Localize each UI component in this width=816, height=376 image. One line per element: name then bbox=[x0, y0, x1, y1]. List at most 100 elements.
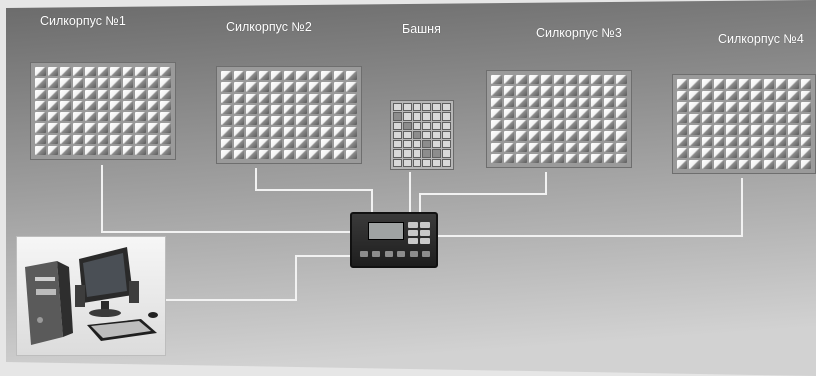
silo-cell bbox=[739, 114, 749, 124]
tower-cell bbox=[403, 112, 412, 120]
silo-cell bbox=[334, 150, 345, 159]
silo-cell bbox=[334, 94, 345, 103]
silo-cell bbox=[135, 101, 146, 110]
silo-cell bbox=[776, 148, 786, 158]
silo-cell bbox=[60, 112, 71, 121]
controller-buttons bbox=[360, 248, 430, 260]
silo-cell bbox=[689, 102, 699, 112]
silo-cell bbox=[541, 98, 552, 107]
silo-cell bbox=[554, 120, 565, 129]
silo-cell bbox=[110, 101, 121, 110]
silo-cell bbox=[35, 90, 46, 99]
silo-cell bbox=[604, 131, 615, 140]
tower-cell bbox=[442, 122, 451, 130]
silo-cell bbox=[259, 82, 270, 91]
silo-cell bbox=[110, 123, 121, 132]
silo-cell bbox=[541, 75, 552, 84]
silo-cell bbox=[246, 94, 257, 103]
silo-cell bbox=[221, 105, 232, 114]
silo-cell bbox=[801, 114, 811, 124]
silo-cell bbox=[702, 91, 712, 101]
silo-cell bbox=[259, 139, 270, 148]
silo-cell bbox=[566, 154, 577, 163]
silo-cell bbox=[616, 131, 627, 140]
silo-cell bbox=[296, 94, 307, 103]
silo1-label: Силкорпус №1 bbox=[40, 14, 126, 28]
silo-cell bbox=[221, 127, 232, 136]
silo-cell bbox=[566, 131, 577, 140]
silo-cell bbox=[271, 127, 282, 136]
silo-cell bbox=[221, 94, 232, 103]
silo-cell bbox=[284, 94, 295, 103]
silo-cell bbox=[788, 125, 798, 135]
silo-cell bbox=[604, 98, 615, 107]
silo-cell bbox=[776, 91, 786, 101]
tower-cell bbox=[442, 149, 451, 157]
tower-cell bbox=[413, 112, 422, 120]
silo-cell bbox=[284, 150, 295, 159]
silo-cell bbox=[259, 105, 270, 114]
tower-cell bbox=[442, 140, 451, 148]
silo-cell bbox=[48, 146, 59, 155]
silo-cell bbox=[60, 123, 71, 132]
silo-cell bbox=[689, 114, 699, 124]
silo-cell bbox=[296, 71, 307, 80]
silo-cell bbox=[98, 101, 109, 110]
silo-cell bbox=[776, 125, 786, 135]
silo-cell bbox=[60, 101, 71, 110]
silo-cell bbox=[604, 75, 615, 84]
silo-cell bbox=[764, 148, 774, 158]
silo-cell bbox=[591, 143, 602, 152]
silo-cell bbox=[60, 90, 71, 99]
silo-cell bbox=[346, 105, 357, 114]
controller-unit-icon bbox=[350, 212, 438, 268]
silo-cell bbox=[764, 91, 774, 101]
silo-cell bbox=[579, 98, 590, 107]
silo-cell bbox=[135, 67, 146, 76]
silo-cell bbox=[346, 71, 357, 80]
silo-cell bbox=[764, 102, 774, 112]
silo-cell bbox=[148, 135, 159, 144]
silo-cell bbox=[284, 139, 295, 148]
silo-cell bbox=[516, 98, 527, 107]
silo-cell bbox=[714, 114, 724, 124]
silo-cell bbox=[689, 137, 699, 147]
silo-cell bbox=[801, 137, 811, 147]
silo-cell bbox=[85, 101, 96, 110]
silo-cell bbox=[296, 127, 307, 136]
silo-cell bbox=[234, 127, 245, 136]
silo-cell bbox=[714, 102, 724, 112]
silo-cell bbox=[751, 91, 761, 101]
silo-cell bbox=[529, 75, 540, 84]
silo-cell bbox=[702, 160, 712, 170]
silo-cell bbox=[579, 75, 590, 84]
silo-cell bbox=[60, 146, 71, 155]
silo-cell bbox=[504, 109, 515, 118]
silo-cell bbox=[85, 123, 96, 132]
silo-cell bbox=[764, 125, 774, 135]
silo-cell bbox=[702, 125, 712, 135]
silo-cell bbox=[541, 131, 552, 140]
silo-cell bbox=[160, 101, 171, 110]
silo-cell bbox=[504, 154, 515, 163]
silo-cell bbox=[591, 75, 602, 84]
silo-cell bbox=[702, 114, 712, 124]
silo-cell bbox=[309, 71, 320, 80]
tower-cell bbox=[422, 103, 431, 111]
silo4-label: Силкорпус №4 bbox=[718, 32, 804, 46]
silo-cell bbox=[516, 120, 527, 129]
silo-cell bbox=[566, 98, 577, 107]
silo-cell bbox=[98, 78, 109, 87]
silo-cell bbox=[677, 102, 687, 112]
silo-cell bbox=[73, 90, 84, 99]
silo-cell bbox=[259, 150, 270, 159]
silo-cell bbox=[334, 71, 345, 80]
silo-cell bbox=[98, 123, 109, 132]
silo-cell bbox=[788, 79, 798, 89]
silo-cell bbox=[566, 120, 577, 129]
silo-cell bbox=[504, 98, 515, 107]
silo-cell bbox=[221, 116, 232, 125]
silo-cell bbox=[110, 112, 121, 121]
silo-cell bbox=[529, 98, 540, 107]
silo-cell bbox=[135, 135, 146, 144]
